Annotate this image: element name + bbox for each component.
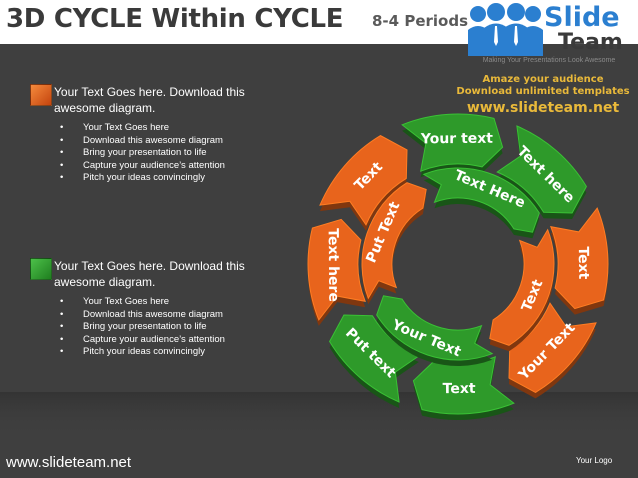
bullet-item: Bring your presentation to life xyxy=(60,147,230,160)
inner-ring-segment xyxy=(376,295,494,361)
outer-ring-segment xyxy=(401,113,504,173)
footer-logo-text: Your Logo xyxy=(576,456,613,465)
bullet-item: Capture your audience’s attention xyxy=(60,160,230,173)
promo-url[interactable]: www.slideteam.net xyxy=(466,100,620,116)
outer-ring-label: Text here xyxy=(325,228,342,302)
inner-ring-segment xyxy=(422,167,540,233)
logo-word-team: Team xyxy=(558,30,623,55)
bullet-list: Your Text Goes here Download this awesom… xyxy=(60,122,230,185)
page-title: 3D CYCLE Within CYCLE xyxy=(6,4,344,34)
outer-ring-segment xyxy=(307,218,367,321)
promo-line-2: Download unlimited templates xyxy=(456,86,630,97)
page-subtitle: 8-4 Periods xyxy=(372,12,468,30)
inner-ring-segment xyxy=(361,182,427,300)
floor-reflection xyxy=(0,392,638,438)
footer-url[interactable]: www.slideteam.net xyxy=(6,454,132,471)
orange-square-icon xyxy=(30,84,52,106)
outer-ring-label: Your text xyxy=(420,131,494,148)
outer-ring-segment xyxy=(508,302,597,393)
outer-ring-segment xyxy=(319,135,408,226)
logo-tagline: Making Your Presentations Look Awesome xyxy=(482,57,616,64)
bullet-item: Download this awesome diagram xyxy=(60,135,230,148)
bullet-item: Bring your presentation to life xyxy=(60,321,230,334)
people-icon xyxy=(468,3,543,56)
promo-block: Amaze your audience Download unlimited t… xyxy=(452,74,634,118)
outer-ring-segment xyxy=(496,125,587,214)
promo-line-1: Amaze your audience xyxy=(482,74,604,85)
bullet-item: Download this awesome diagram xyxy=(60,309,230,322)
bullet-item: Pitch your ideas convincingly xyxy=(60,172,230,185)
outer-ring-segment xyxy=(549,207,609,310)
section-heading: Your Text Goes here. Download this aweso… xyxy=(54,85,245,115)
bullet-list: Your Text Goes here Download this awesom… xyxy=(60,296,230,359)
slideteam-logo: Slide Team Making Your Presentations Loo… xyxy=(460,0,638,66)
outer-ring-label: Text xyxy=(443,381,476,397)
section-heading: Your Text Goes here. Download this aweso… xyxy=(54,259,245,289)
bullet-item: Your Text Goes here xyxy=(60,296,230,309)
inner-ring-segment xyxy=(489,228,555,346)
logo-word-slide: Slide xyxy=(544,2,620,33)
bullet-item: Capture your audience’s attention xyxy=(60,334,230,347)
bullet-item: Your Text Goes here xyxy=(60,122,230,135)
green-square-icon xyxy=(30,258,52,280)
bullet-item: Pitch your ideas convincingly xyxy=(60,346,230,359)
outer-ring-label: Text xyxy=(575,246,591,279)
